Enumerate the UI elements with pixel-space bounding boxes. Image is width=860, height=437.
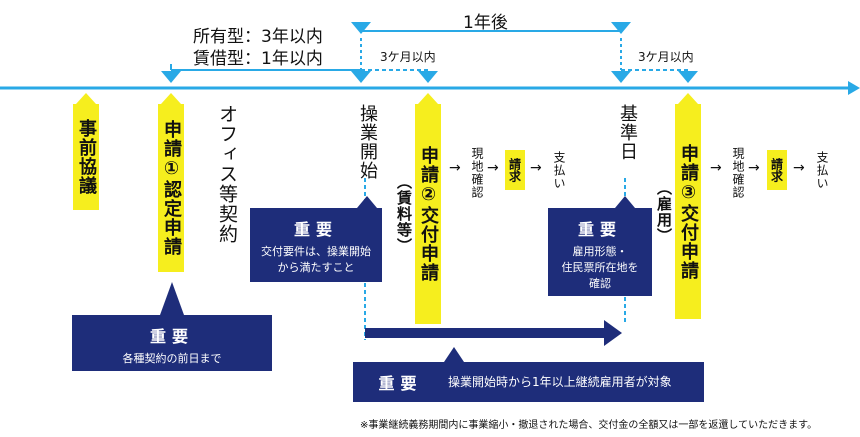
step-application-3: 申請③交付申請 （雇用）	[655, 104, 701, 319]
flow-site-check-2: 現地確認	[731, 147, 745, 199]
three-months-label-2: 3ケ月以内	[638, 50, 694, 64]
step-application-2-main: 申請②交付申請	[418, 146, 439, 282]
marker-app3	[678, 71, 698, 83]
flow-payment-1: 支払い	[552, 151, 566, 190]
note-3-body-3: 確認	[589, 277, 611, 290]
flow-request-2: 請求	[767, 150, 787, 190]
note-operation-requirement: 重要 交付要件は、操業開始 から満たすこと	[250, 208, 382, 282]
flow-payment-2: 支払い	[815, 151, 829, 190]
flow-arrow-2: →	[487, 160, 499, 176]
step-application-2-sub: （賃料等）	[395, 174, 413, 254]
callout-pointer-1	[160, 282, 184, 315]
step-office-contract: オフィス等契約	[216, 104, 238, 244]
footnote: ※事業継続義務期間内に事業縮小・撤退された場合、交付金の全額又は一部を返還してい…	[360, 420, 818, 431]
period-leased-label: 賃借型：1年以内	[193, 49, 323, 69]
flow-request-1: 請求	[505, 150, 525, 190]
callout-pointer-4	[444, 347, 464, 362]
step-application-3-sub: （雇用）	[655, 179, 673, 244]
timeline-arrowhead	[848, 81, 860, 95]
note-4-title: 重要	[378, 374, 423, 393]
note-3-title: 重要	[577, 220, 622, 239]
note-3-body-2: 住民票所在地を	[561, 261, 639, 274]
pointer-app1	[161, 93, 181, 104]
flow-arrow-3: →	[530, 160, 542, 176]
continuity-arrow-body	[365, 328, 605, 338]
continuity-arrow-head	[604, 320, 622, 346]
marker-1year-start	[351, 22, 371, 34]
note-contract-deadline: 重要 各種契約の前日まで	[72, 315, 272, 371]
marker-1year-end	[611, 22, 631, 34]
period-owned-label: 所有型：3年以内	[193, 27, 323, 47]
flow-site-check-1: 現地確認	[470, 147, 484, 199]
flow-arrow-5: →	[748, 160, 760, 176]
pointer-pre-consult	[76, 93, 96, 104]
step-application-3-main: 申請③交付申請	[678, 143, 699, 280]
note-4-body: 操業開始時から1年以上継続雇用者が対象	[448, 375, 672, 389]
step-base-date: 基準日	[617, 104, 638, 161]
marker-op-start	[351, 71, 371, 83]
note-2-title: 重要	[293, 220, 338, 239]
callout-pointer-2	[357, 196, 377, 208]
flow-arrow-4: →	[710, 160, 722, 176]
step-application-1: 申請①認定申請	[158, 104, 184, 272]
three-months-label-1: 3ケ月以内	[380, 50, 436, 64]
note-2-body-2: から満たすこと	[277, 261, 355, 274]
marker-app1	[161, 71, 181, 83]
one-year-label: 1年後	[463, 13, 508, 33]
flow-arrow-6: →	[793, 160, 805, 176]
pointer-app2	[418, 93, 438, 104]
note-3-body-1: 雇用形態・	[572, 245, 628, 258]
marker-app2	[418, 71, 438, 83]
note-employment-check: 重要 雇用形態・ 住民票所在地を 確認	[548, 208, 652, 296]
note-2-body-1: 交付要件は、操業開始	[261, 245, 371, 258]
flow-arrow-1: →	[449, 160, 461, 176]
step-operation-start: 操業開始	[357, 104, 378, 180]
marker-base-date	[611, 71, 631, 83]
step-application-2: 申請②交付申請 （賃料等）	[395, 104, 441, 324]
pointer-app3	[678, 93, 698, 104]
note-1-title: 重要	[149, 327, 194, 346]
note-continuous-employment: 重要 操業開始時から1年以上継続雇用者が対象	[353, 362, 704, 402]
step-pre-consult: 事前協議	[73, 104, 99, 210]
note-1-body: 各種契約の前日まで	[122, 352, 222, 365]
callout-pointer-3	[615, 196, 635, 208]
